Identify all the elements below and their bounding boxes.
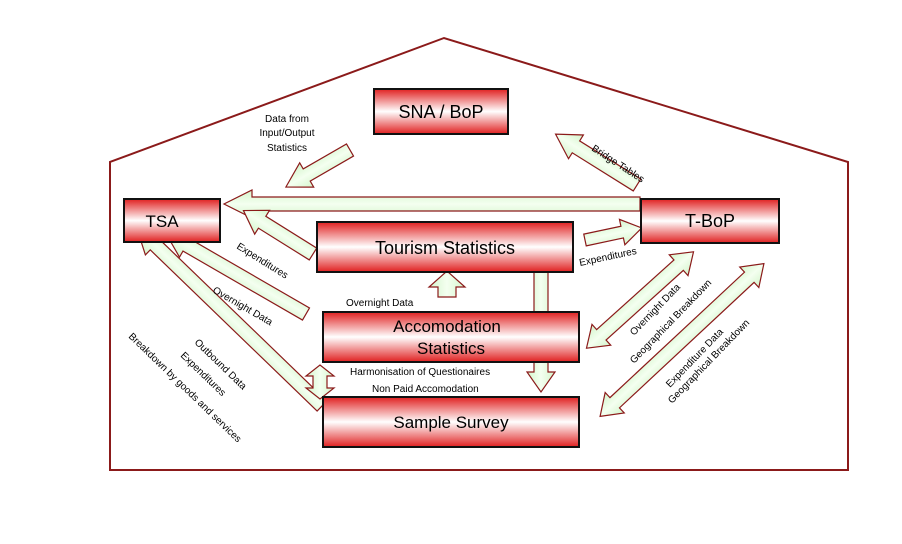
box-t-bop: T-BoP: [640, 198, 780, 244]
arrow-accommodation-to-ts: [427, 270, 467, 298]
box-tourism-statistics: Tourism Statistics: [316, 221, 574, 273]
t-bop-label: T-BoP: [685, 211, 735, 231]
arrow-io-to-tsa: [284, 143, 355, 188]
accommodation-label-line2: Statistics: [417, 339, 485, 358]
sna-bop-label: SNA / BoP: [398, 102, 483, 122]
label-expenditure-geo-2: Geographical Breakdown: [666, 318, 752, 406]
house-outline: [109, 36, 849, 471]
label-non-paid: Non Paid Accomodation: [372, 384, 479, 395]
arrow-tbop-survey-double: [599, 262, 765, 418]
arrows-layer: [135, 133, 765, 418]
arrow-tbop-to-tsa: [222, 189, 641, 219]
tourism-statistics-label: Tourism Statistics: [375, 238, 515, 258]
accommodation-label-line1: Accomodation: [393, 317, 501, 336]
label-harmonisation: Harmonisation of Questionaires: [350, 367, 490, 378]
tsa-label: TSA: [145, 212, 179, 231]
arrow-ts-to-tbop-expenditures: [583, 218, 643, 247]
arrow-accommodation-survey-double: [304, 364, 336, 400]
sample-survey-label: Sample Survey: [393, 413, 509, 432]
box-sna-bop: SNA / BoP: [373, 88, 509, 135]
arrow-tbop-accommodation-double: [585, 251, 695, 349]
box-tsa: TSA: [123, 198, 221, 243]
label-overnight-data-center: Overnight Data: [346, 298, 414, 309]
box-sample-survey: Sample Survey: [322, 396, 580, 448]
box-accommodation-statistics: Accomodation Statistics: [322, 311, 580, 363]
arrow-bridge-tables: [554, 133, 642, 192]
label-data-from-1: Data from: [265, 114, 309, 125]
arrow-ts-to-tsa-expenditures: [242, 209, 318, 261]
label-data-from-3: Statistics: [267, 143, 307, 154]
label-expenditures-right: Expenditures: [578, 246, 637, 269]
label-data-from-2: Input/Output: [259, 128, 314, 139]
